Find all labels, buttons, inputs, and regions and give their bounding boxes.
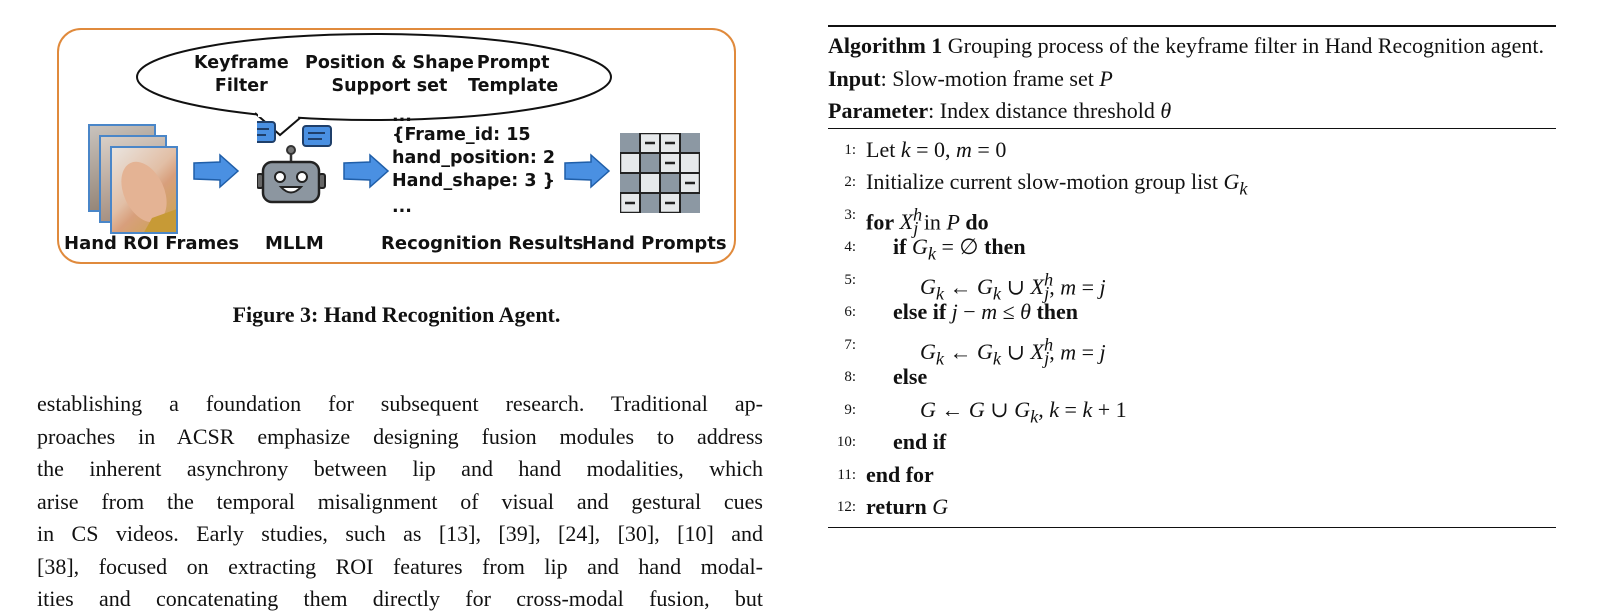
text-line: [38], focused on extracting ROI features… [37,553,763,579]
line-number: 1: [844,141,856,158]
line-number: 10: [836,434,856,450]
algorithm-line: 9: G ← G ∪ Gk, k = k + 1 [828,394,1556,427]
line-code: Gk ← Gk ∪ Xhj, m = j [920,334,1106,369]
line-code: Gk ← Gk ∪ Xhj, m = j [920,269,1106,304]
param-label: Parameter [828,98,929,123]
algorithm-parameter: Parameter: Index distance threshold θ [828,95,1556,128]
text-line: establishing a foundation for subsequent… [37,391,763,416]
algorithm-line: 4: if Gk = ∅ then [828,231,1556,264]
line-code: end if [893,429,947,454]
label-recognition-results: Recognition Results [381,233,584,254]
algorithm-label: Algorithm 1 [828,33,943,58]
result-line: hand_position: 2 [392,148,556,168]
algorithm-line: 7: Gk ← Gk ∪ Xhj, m = j [828,329,1556,369]
hand-photo-icon [121,161,176,232]
label-hand-roi-frames: Hand ROI Frames [64,233,240,254]
result-line: Hand_shape: 3 } [392,171,556,191]
text-line: in CS videos. Early studies, such as [13… [37,521,763,546]
rule-mid [828,127,1556,129]
line-code: end for [866,461,934,487]
figure-frame [57,28,736,264]
algorithm-box: Algorithm 1 Grouping process of the keyf… [828,25,1556,528]
text-line: the inherent asynchrony between lip and … [37,456,763,481]
line-code: else [893,364,928,389]
line-number: 5: [844,271,856,288]
algorithm-line: 6: else if j − m ≤ θ then [828,296,1556,329]
text-line: proaches in ACSR emphasize designing fus… [37,423,763,449]
algorithm-line: 8: else [828,361,1556,394]
algorithm-title: Grouping process of the keyframe filter … [947,33,1545,58]
line-number: 2: [844,174,856,190]
algorithm-line: 1: Let k = 0, m = 0 [828,134,1556,167]
label-hand-prompts: Hand Prompts [582,233,727,254]
line-code: G ← G ∪ Gk, k = k + 1 [920,396,1127,426]
robot-icon [257,121,332,204]
result-line: ... [392,197,412,217]
bubble-item-keyframe-filter: Keyframe Filter [194,53,289,96]
figure-caption: Figure 3: Hand Recognition Agent. [232,302,561,327]
line-number: 3: [844,206,856,223]
line-code: Initialize current slow-motion group lis… [866,169,1248,199]
bubble-item-prompt-template: Prompt Template [468,53,559,96]
label-mllm: MLLM [265,233,324,254]
arrow-right-icon [193,153,240,189]
line-number: 4: [844,239,856,255]
roi-frame-front [110,146,178,234]
param-var: θ [1160,98,1172,123]
line-number: 11: [837,466,856,483]
rule-bottom [828,526,1556,528]
algorithm-line: 12: return G [828,491,1556,524]
algorithm-input: Input: Slow-motion frame set P [828,63,1556,96]
line-code: for Xhj in P do [866,204,989,239]
algorithm-line: 2: Initialize current slow-motion group … [828,166,1556,199]
bubble-item-support-set: Position & Shape Support set [305,53,474,96]
line-number: 12: [836,499,856,515]
rule-top [828,25,1556,27]
line-number: 7: [844,336,856,353]
algorithm-line: 10: end if [828,426,1556,459]
arrow-right-icon [564,153,611,189]
input-var: P [1099,65,1113,91]
text-line: arise from the temporal misalignment of … [37,488,763,514]
result-line: ... [392,106,412,126]
algorithm-line: 3: for Xhj in P do [828,199,1556,239]
param-text: : Index distance threshold [928,98,1161,123]
line-number: 9: [844,401,856,418]
input-label: Input [828,65,881,91]
prompt-grid-icon [620,133,700,213]
result-line: {Frame_id: 15 [392,125,531,145]
text-line: ities and concatenating them directly fo… [37,586,763,611]
body-paragraph: establishing a foundation for subsequent… [37,388,763,616]
line-number: 6: [844,304,856,320]
algorithm-caption: Algorithm 1 Grouping process of the keyf… [828,30,1556,63]
line-code: if Gk = ∅ then [893,234,1026,264]
algorithm-line: 5: Gk ← Gk ∪ Xhj, m = j [828,264,1556,304]
line-code: else if j − m ≤ θ then [893,299,1079,324]
line-code: return G [866,494,949,519]
input-text: : Slow-motion frame set [880,65,1100,91]
line-code: Let k = 0, m = 0 [866,136,1007,162]
arrow-right-icon [343,153,390,189]
algorithm-line: 11: end for [828,459,1556,492]
algorithm-header: Algorithm 1 Grouping process of the keyf… [828,27,1556,128]
line-number: 8: [844,369,856,385]
